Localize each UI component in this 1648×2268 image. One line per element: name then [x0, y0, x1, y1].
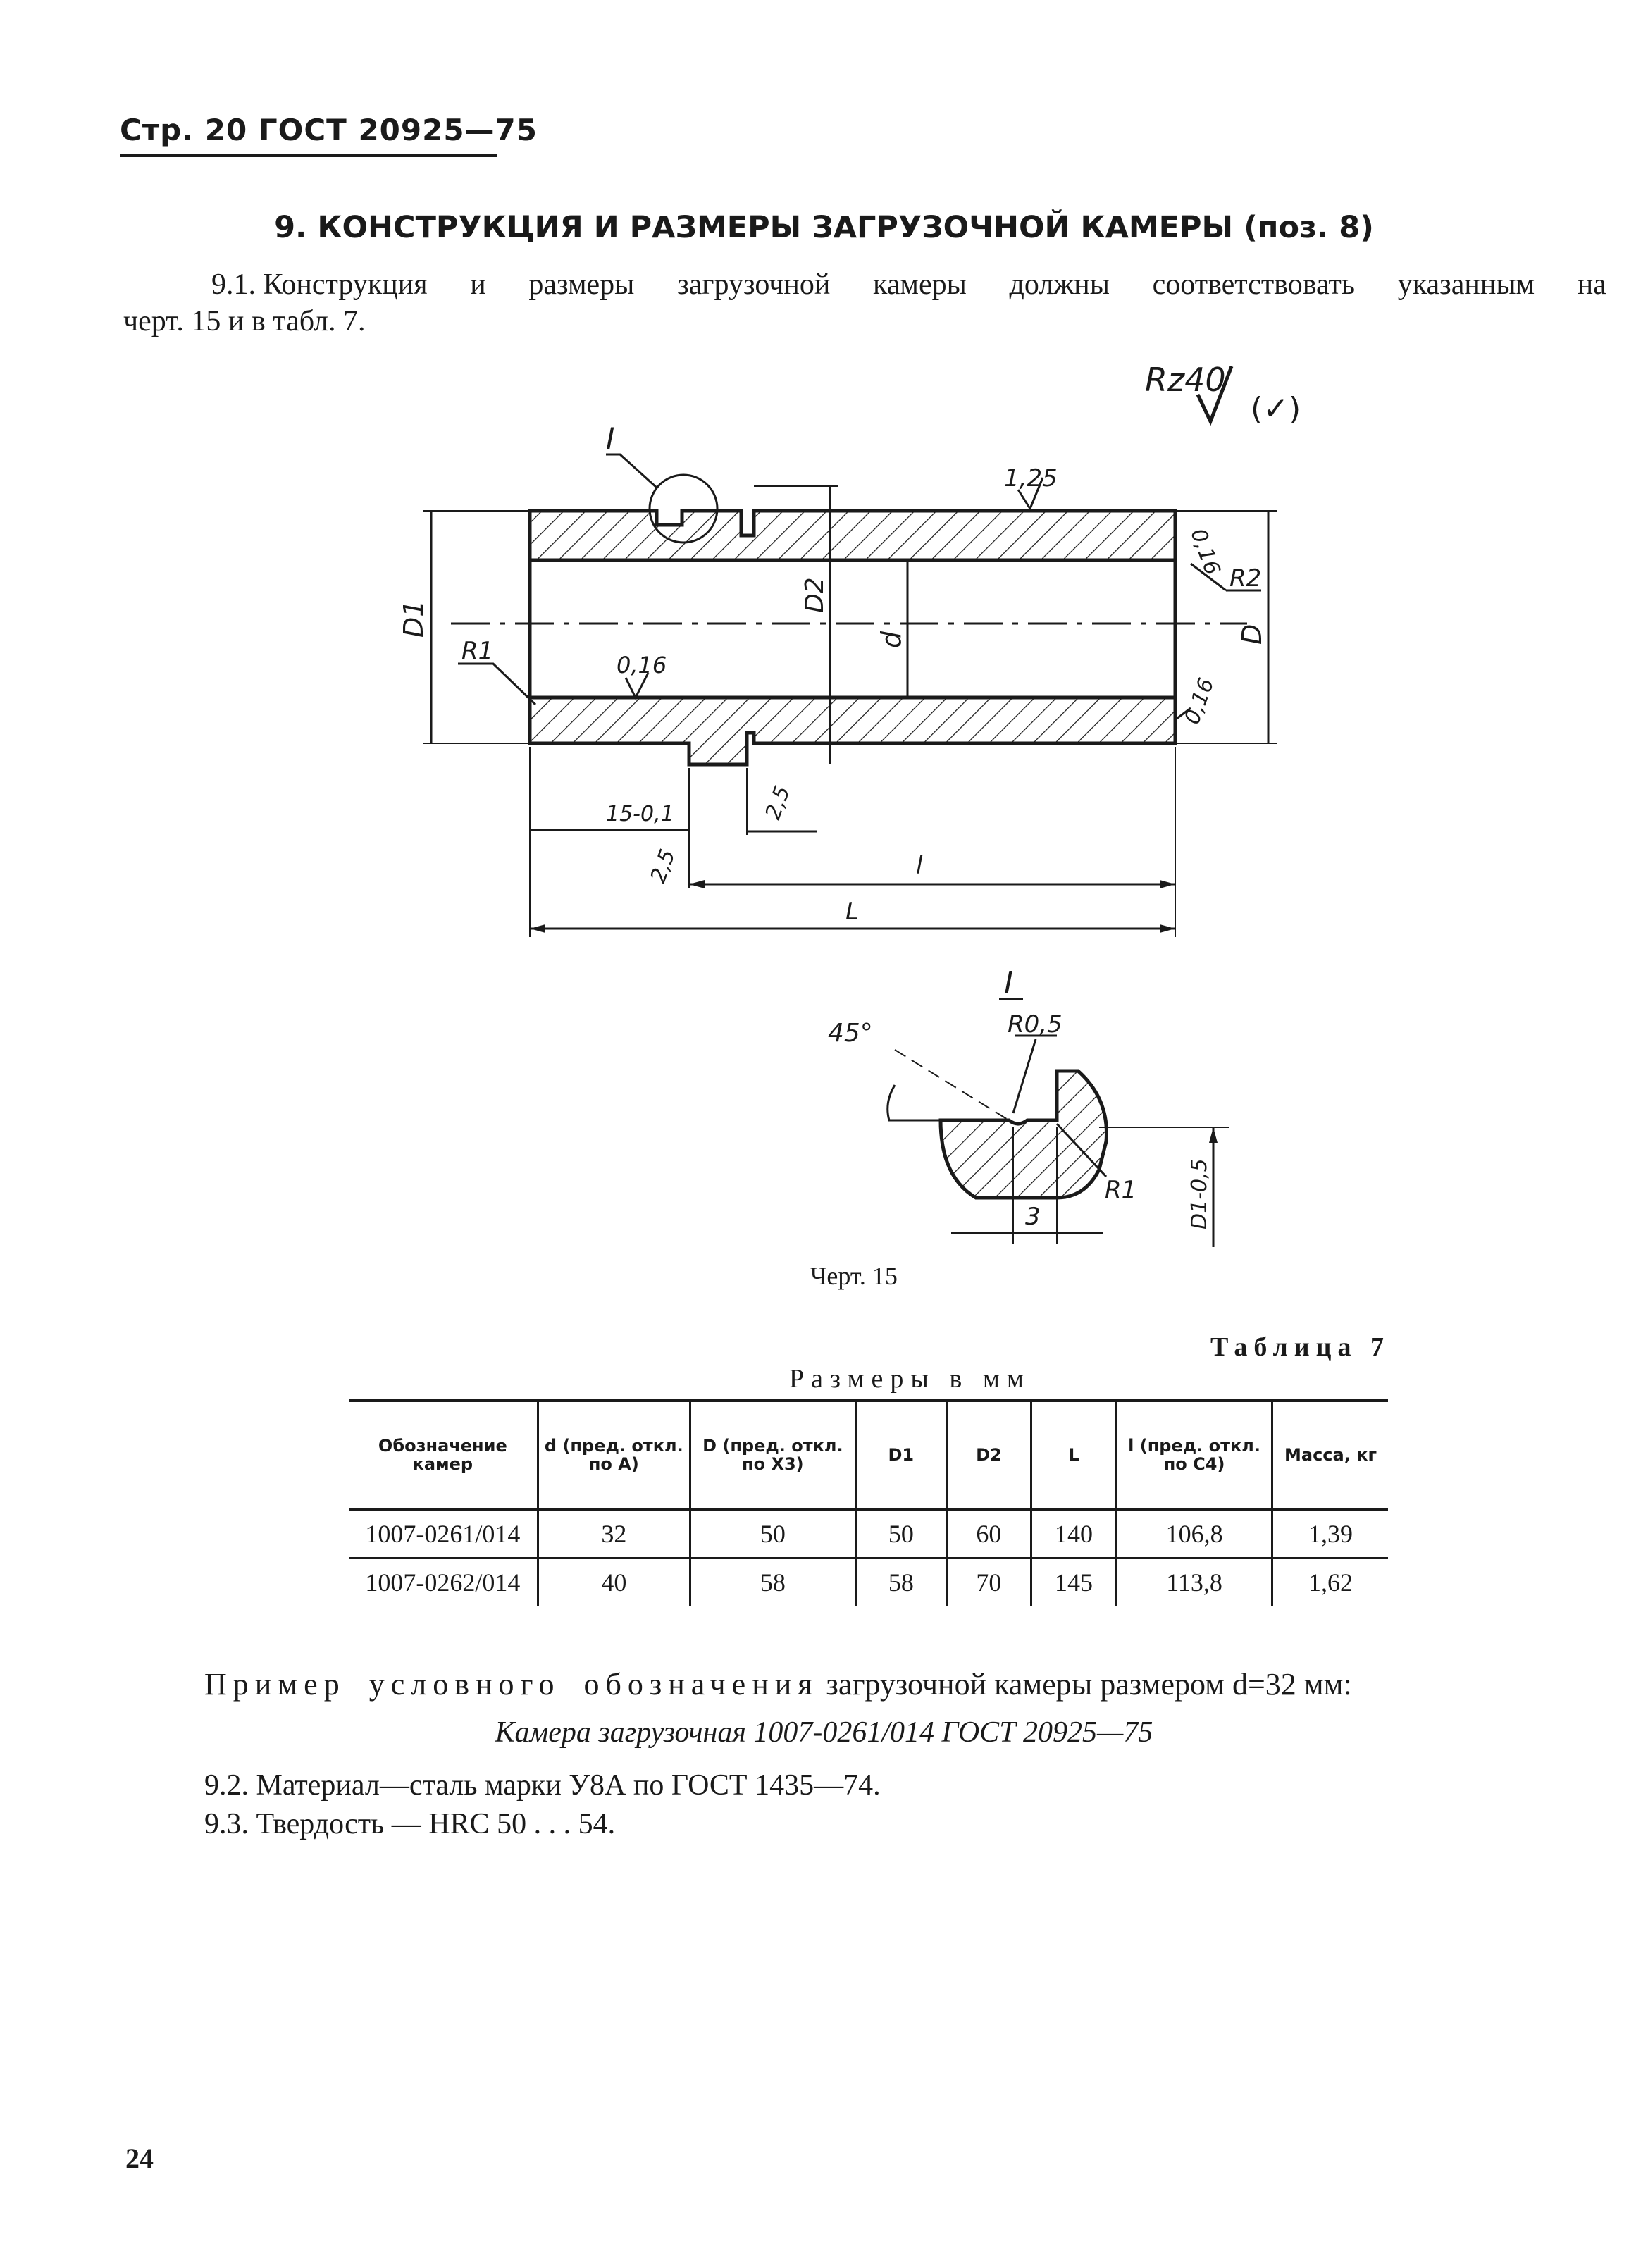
table-cell: 50 [688, 1509, 856, 1559]
word: 9.1. Конструкция [211, 268, 428, 301]
col-header: L [1029, 1399, 1117, 1511]
dim-D1: D1 [398, 600, 429, 638]
col-header: d (пред. откл. по A) [536, 1399, 690, 1511]
example-word: условного [368, 1667, 561, 1702]
table-row: 1007-0262/014 40 58 58 70 145 113,8 1,62 [349, 1558, 1388, 1606]
roughness-label: Rz40 [1145, 361, 1226, 399]
technical-drawing: Rz40 (✓) I 1,25 D1 D2 d D 0,16 R2 0,16 R… [398, 361, 1301, 1247]
table-row: 1007-0261/014 32 50 50 60 140 106,8 1,39 [349, 1509, 1388, 1559]
word: должны [1009, 268, 1110, 301]
col-header: D2 [945, 1399, 1031, 1511]
drawing-caption: Черт. 15 [810, 1262, 898, 1290]
table-cell: 113,8 [1115, 1558, 1272, 1606]
table-cell: 1007-0262/014 [365, 1568, 521, 1597]
roughness-2-5-a: 2,5 [761, 783, 795, 823]
roughness-1-25: 1,25 [1004, 464, 1058, 492]
col-header: D1 [854, 1399, 947, 1511]
example-word: Пример [204, 1667, 346, 1702]
roughness-check-icon [1196, 366, 1234, 426]
word: соответствовать [1152, 268, 1356, 301]
detail-circle [648, 473, 719, 544]
col-header: l (пред. откл. по C4) [1115, 1399, 1272, 1511]
detail-dim-D1: D1-0,5 [1187, 1158, 1212, 1229]
dim-15: 15-0,1 [606, 802, 674, 826]
radius-R1: R1 [461, 637, 493, 665]
view-label: I [606, 421, 614, 456]
col-header: Масса, кг [1271, 1399, 1388, 1511]
word: размеры [528, 268, 635, 301]
header-rule [120, 154, 497, 157]
roughness-0-16-right-bottom: 0,16 [1180, 675, 1220, 728]
paragraph-9-1-line1: 9.1. Конструкция и размеры загрузочной к… [211, 268, 1606, 302]
table-cell: 1,62 [1271, 1558, 1388, 1606]
dim-d: d [876, 631, 907, 648]
table-cell: 50 [854, 1509, 947, 1559]
detail-radius-0-5: R0,5 [1008, 1010, 1062, 1039]
col-header: D (пред. откл. по X3) [688, 1399, 856, 1511]
detail-dim-3: 3 [1025, 1203, 1041, 1231]
word: на [1577, 268, 1606, 301]
paragraph-9-3: 9.3. Твердость — HRC 50 . . . 54. [204, 1808, 616, 1840]
example-designation: Камера загрузочная 1007-0261/014 ГОСТ 20… [495, 1716, 1153, 1749]
page-number: 24 [125, 2143, 154, 2174]
table-units: Размеры в мм [789, 1364, 1031, 1394]
word: загрузочной [677, 268, 831, 301]
table-cell: 106,8 [1115, 1509, 1272, 1559]
top-wall-section [528, 509, 1177, 562]
dim-l: l [916, 852, 923, 880]
roughness-2-5-b: 2,5 [646, 846, 681, 886]
table-cell: 145 [1029, 1558, 1117, 1606]
page-header: Стр. 20 ГОСТ 20925—75 [120, 113, 538, 147]
example-line: Пример условного обозначения загрузочной… [204, 1666, 1352, 1702]
radius-R2: R2 [1229, 564, 1261, 593]
table-number: Таблица 7 [1210, 1332, 1391, 1362]
dimensions-table: Обозначение камер d (пред. откл. по A) D… [349, 1399, 1388, 1606]
example-word: обозначения [583, 1667, 819, 1702]
detail-angle: 45° [828, 1019, 873, 1048]
table-header-row: Обозначение камер d (пред. откл. по A) D… [349, 1399, 1388, 1511]
roughness-0-16-right-top: 0,16 [1185, 526, 1225, 578]
paragraph-9-1-line2: черт. 15 и в табл. 7. [123, 305, 366, 337]
section-title: 9. КОНСТРУКЦИЯ И РАЗМЕРЫ ЗАГРУЗОЧНОЙ КАМ… [274, 210, 1374, 245]
dim-D2: D2 [800, 577, 829, 613]
roughness-paren: (✓) [1251, 391, 1301, 427]
word: указанным [1397, 268, 1535, 301]
table-cell: 58 [854, 1558, 947, 1606]
roughness-0-16-inner: 0,16 [617, 652, 667, 678]
table-cell: 58 [688, 1558, 856, 1606]
table-cell: 60 [945, 1509, 1031, 1559]
paragraph-9-2: 9.2. Материал—сталь марки У8А по ГОСТ 14… [204, 1769, 881, 1802]
table-cell: 1007-0261/014 [349, 1509, 538, 1559]
detail-radius-1: R1 [1105, 1176, 1136, 1204]
table-cell: 140 [1029, 1509, 1117, 1559]
detail-label: I [1004, 965, 1013, 1001]
table-cell: 70 [945, 1558, 1031, 1606]
example-text: загрузочной камеры размером d=32 мм: [826, 1667, 1352, 1702]
dim-D: D [1237, 624, 1268, 645]
col-header: Обозначение камер [349, 1399, 538, 1511]
word: камеры [872, 268, 967, 301]
detail-section [938, 1069, 1108, 1200]
table-cell: 32 [536, 1509, 690, 1559]
dim-L: L [845, 898, 859, 926]
table-cell: 1,39 [1271, 1509, 1388, 1559]
table-cell: 40 [536, 1558, 690, 1606]
word: и [470, 268, 486, 301]
bottom-wall-section [528, 695, 1177, 767]
